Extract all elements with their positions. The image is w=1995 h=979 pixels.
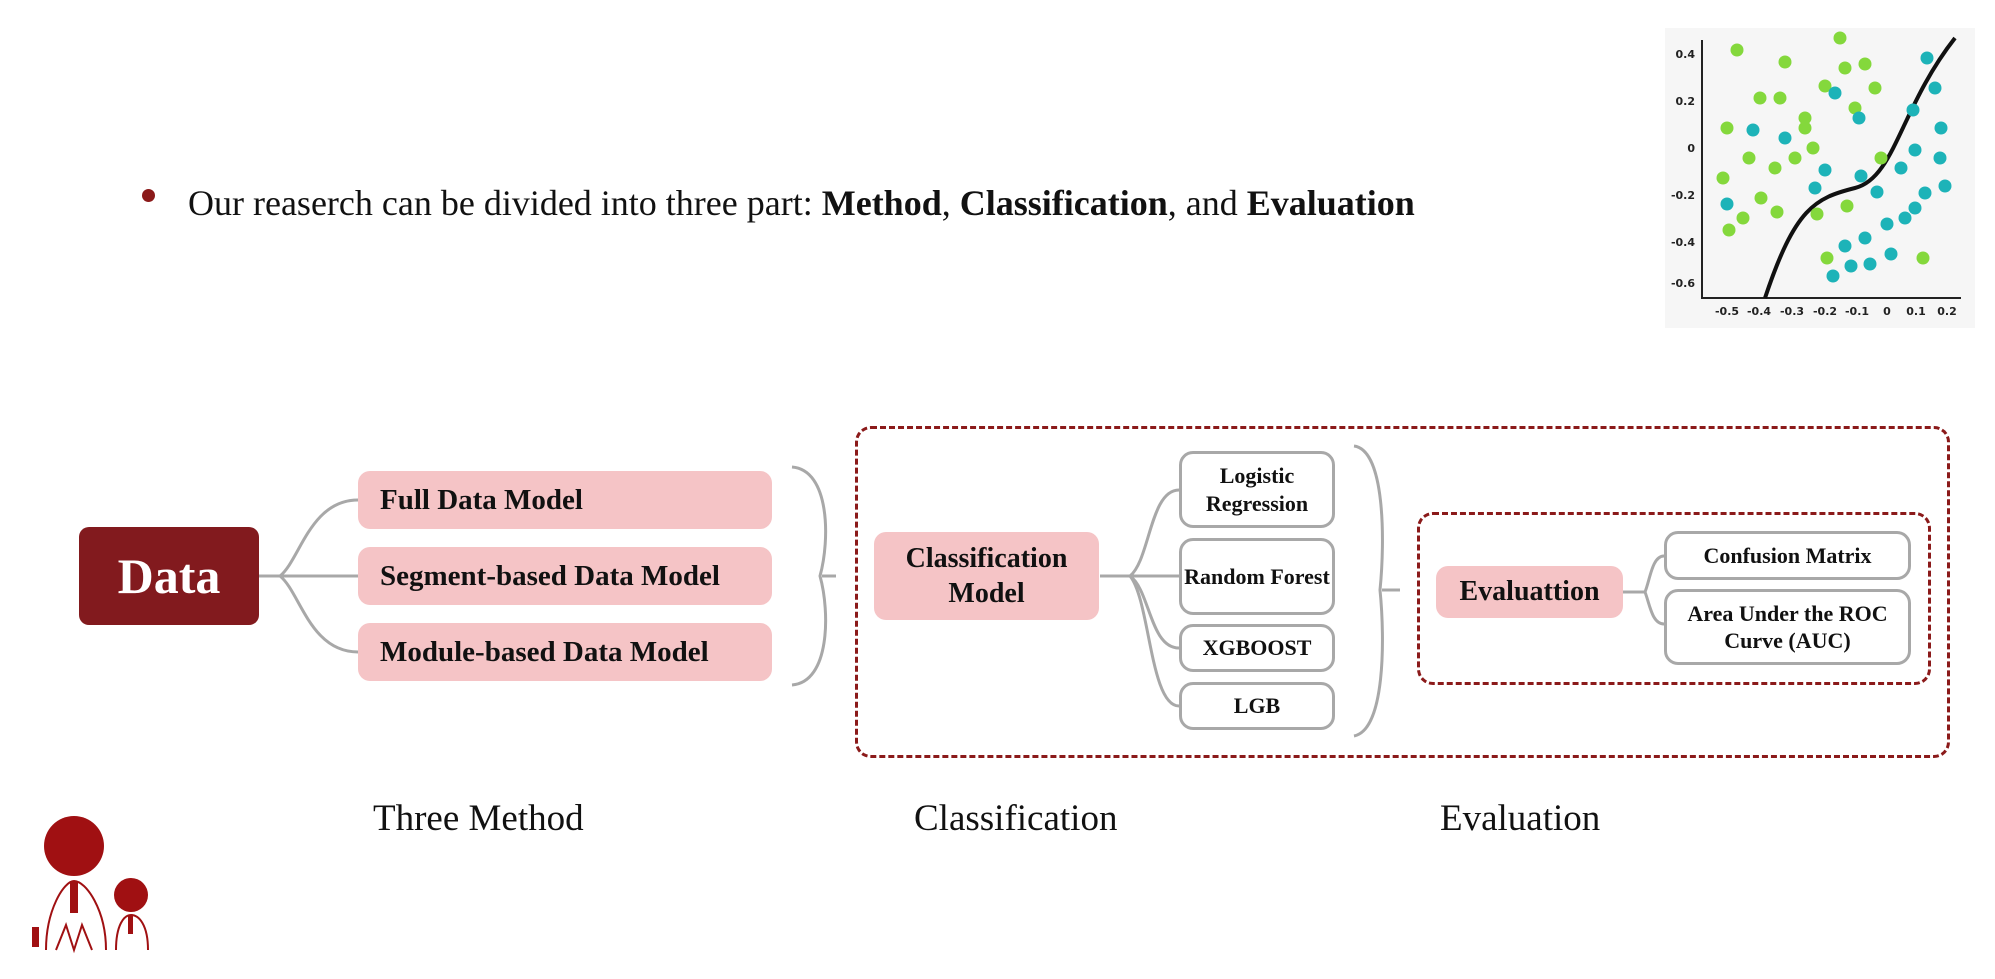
scatter-dot [1906, 103, 1920, 117]
scatter-dot [1808, 181, 1822, 195]
caption-three-method: Three Method [373, 798, 584, 839]
data-node: Data [79, 527, 259, 625]
scatter-dot [1918, 186, 1932, 200]
y-tick: 0 [1687, 142, 1695, 155]
scatter-dot [1933, 151, 1947, 165]
random-forest-node: Random Forest [1179, 538, 1335, 615]
scatter-dot [1898, 211, 1912, 225]
term-classification: Classification [959, 183, 1168, 223]
scatter-dot [1884, 247, 1898, 261]
x-tick: -0.5 [1715, 305, 1739, 318]
scatter-dot [1754, 191, 1768, 205]
scatter-dot [1863, 257, 1877, 271]
scatter-dot [1820, 251, 1834, 265]
scatter-dot [1916, 251, 1930, 265]
confusion-matrix-node: Confusion Matrix [1664, 531, 1911, 580]
scatter-dot [1720, 121, 1734, 135]
scatter-dot [1908, 201, 1922, 215]
scatter-dot [1806, 141, 1820, 155]
y-tick: -0.2 [1671, 189, 1695, 202]
scatter-dot [1810, 207, 1824, 221]
caption-classification: Classification [914, 798, 1118, 839]
scatter-dot [1833, 31, 1847, 45]
scatter-dot [1870, 185, 1884, 199]
evaluation-node: Evaluattion [1436, 566, 1623, 618]
scatter-dot [1753, 91, 1767, 105]
scatter-dot [1770, 205, 1784, 219]
classification-evaluation-group [855, 426, 1950, 758]
scatter-dot [1773, 91, 1787, 105]
scatter-dot [1746, 123, 1760, 137]
scatter-dot [1788, 151, 1802, 165]
term-method: Method [821, 183, 942, 223]
auc-node: Area Under the ROC Curve (AUC) [1664, 589, 1911, 665]
x-tick: -0.4 [1747, 305, 1771, 318]
logistic-regression-node: Logistic Regression [1179, 451, 1335, 528]
evaluation-group [1417, 512, 1931, 685]
x-tick: -0.2 [1813, 305, 1837, 318]
scatter-dot [1778, 55, 1792, 69]
x-tick: 0.1 [1906, 305, 1926, 318]
scatter-dot [1934, 121, 1948, 135]
module-based-data-model-node: Module-based Data Model [358, 623, 772, 681]
scatter-dot [1778, 131, 1792, 145]
scatter-dot [1798, 121, 1812, 135]
intro-text: Our reaserch can be divided into three p… [188, 183, 1415, 223]
decision-boundary [1763, 36, 1957, 299]
scatter-dot [1852, 111, 1866, 125]
scatter-dot [1928, 81, 1942, 95]
scatter-dot [1736, 211, 1750, 225]
scatter-dot [1818, 79, 1832, 93]
lgb-node: LGB [1179, 682, 1335, 730]
y-tick: -0.4 [1671, 236, 1695, 249]
x-tick: -0.3 [1780, 305, 1804, 318]
bullet-icon [142, 189, 155, 202]
scatter-plot-thumbnail: 0.4 0.2 0 -0.2 -0.4 -0.6 -0.5 -0.4 -0.3 … [1665, 28, 1975, 328]
scatter-dot [1730, 43, 1744, 57]
scatter-dot [1826, 269, 1840, 283]
scatter-dot [1858, 231, 1872, 245]
scatter-dot [1798, 111, 1812, 125]
scatter-dot [1938, 179, 1952, 193]
x-tick: -0.1 [1845, 305, 1869, 318]
segment-based-data-model-node: Segment-based Data Model [358, 547, 772, 605]
scatter-dot [1874, 151, 1888, 165]
scatter-dot [1840, 199, 1854, 213]
caption-evaluation: Evaluation [1440, 798, 1601, 839]
scatter-dot [1844, 259, 1858, 273]
scatter-dot [1838, 239, 1852, 253]
scatter-dot [1818, 163, 1832, 177]
scatter-dot [1920, 51, 1934, 65]
y-tick: 0.2 [1676, 95, 1696, 108]
scatter-dot [1854, 169, 1868, 183]
scatter-dot [1848, 101, 1862, 115]
x-tick: 0.2 [1937, 305, 1957, 318]
axes [1701, 40, 1961, 299]
term-evaluation: Evaluation [1246, 183, 1415, 223]
scatter-dot [1858, 57, 1872, 71]
classification-model-node: Classification Model [874, 532, 1099, 620]
scatter-dot [1742, 151, 1756, 165]
scatter-dot [1716, 171, 1730, 185]
scatter-dot [1828, 86, 1842, 100]
scatter-dot [1908, 143, 1922, 157]
scatter-dot [1894, 161, 1908, 175]
y-tick: -0.6 [1671, 277, 1695, 290]
scatter-dot [1880, 217, 1894, 231]
scatter-dot [1720, 197, 1734, 211]
scatter-dot [1722, 223, 1736, 237]
scatter-dot [1838, 61, 1852, 75]
scatter-dot [1768, 161, 1782, 175]
xgboost-node: XGBOOST [1179, 624, 1335, 672]
y-tick: 0.4 [1676, 48, 1696, 61]
scatter-dot [1868, 81, 1882, 95]
x-tick: 0 [1883, 305, 1891, 318]
logo-icon [32, 816, 149, 954]
full-data-model-node: Full Data Model [358, 471, 772, 529]
